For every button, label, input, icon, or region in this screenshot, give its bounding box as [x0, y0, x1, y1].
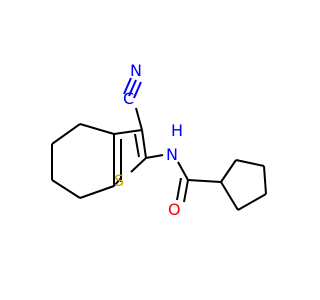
bond-cp2-cp3	[235, 159, 265, 167]
atom-label-c-nitrile: C	[123, 89, 134, 108]
bond-camide-cp	[187, 179, 222, 183]
bond-camide-o	[183, 179, 189, 203]
molecule-canvas: N C N H S O	[51, 61, 267, 219]
bond-c3-c2	[141, 129, 147, 159]
bond-s1-c7a	[113, 177, 122, 187]
bond-c2-s1	[130, 157, 147, 173]
bond-camide-o-2	[176, 177, 182, 201]
atom-label-o: O	[168, 200, 181, 219]
bond-c7-c7a	[79, 185, 115, 199]
bond-c3-c2-inner	[134, 133, 140, 158]
bond-cp3-cp4	[263, 165, 267, 195]
bond-c3a-c3	[113, 129, 143, 135]
bond-cn-triple-1	[128, 79, 137, 97]
bond-c4-c5	[51, 123, 81, 145]
atom-label-n-nitrile: N	[130, 61, 142, 80]
bond-c3-cn	[135, 107, 143, 131]
molecule-structure: N C N H S O	[51, 61, 267, 219]
atom-label-s: S	[114, 171, 124, 190]
bond-c3a-c4	[79, 123, 115, 135]
bond-n-camide	[177, 161, 189, 181]
bond-c6-c7	[51, 179, 81, 199]
bond-cn-triple-3	[123, 77, 132, 95]
bond-c2-n	[145, 154, 164, 159]
bond-cn-triple-2	[133, 81, 142, 99]
bond-cp1-cp2	[220, 159, 237, 183]
bond-cp4-cp5	[237, 193, 267, 211]
bond-cp5-cp1	[220, 181, 239, 211]
atom-label-n-amide: N	[166, 145, 178, 164]
atom-label-h-amide: H	[171, 121, 183, 140]
